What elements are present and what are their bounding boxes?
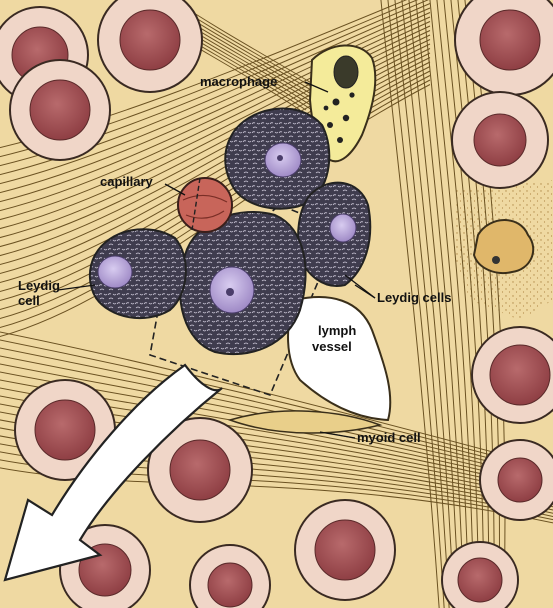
label-myoid-cell: myoid cell [357, 430, 421, 445]
label-leydig-cells: Leydig cells [377, 290, 451, 305]
germ-cell [441, 541, 519, 608]
germ-cell [147, 417, 253, 523]
fiber-strand [408, 0, 460, 608]
fiber-strand [380, 0, 440, 608]
germ-cell [97, 0, 203, 93]
fiber-strand [422, 0, 470, 608]
cell-nucleus [492, 256, 500, 264]
fiber-strand [394, 0, 450, 608]
germ-cell [9, 59, 111, 161]
germ-cell [294, 499, 396, 601]
fiber-strand [436, 0, 480, 608]
fiber-strand [429, 0, 475, 608]
label-lymph-vessel-line1: lymph [318, 323, 356, 338]
label-capillary: capillary [100, 174, 154, 189]
label-macrophage: macrophage [200, 74, 277, 89]
germ-cell [471, 326, 553, 424]
leydig-cell-left [88, 228, 187, 320]
fiber-strand [443, 0, 485, 608]
label-lymph-vessel-line2: vessel [312, 339, 352, 354]
germ-cell [14, 379, 116, 481]
germ-cell [479, 439, 553, 521]
fiber-strand [387, 0, 445, 608]
arrow-down-left-icon [3, 363, 223, 582]
leydig-cell-cluster [88, 107, 372, 356]
germ-cell [451, 91, 549, 189]
lymph-vessel [287, 296, 392, 422]
fiber-strand [0, 3, 431, 176]
label-leader-lines [57, 81, 376, 439]
sertoli-like-cell [472, 219, 535, 274]
fiber-strand [0, 363, 553, 482]
capillary [177, 177, 233, 233]
fiber-strand [0, 7, 431, 185]
myoid-cell [227, 410, 383, 434]
germ-cell [189, 544, 271, 608]
label-leydig-cell-line2: cell [18, 293, 40, 308]
fiber-strand [0, 12, 431, 194]
fiber-strand [415, 0, 465, 608]
fiber-strand [401, 0, 455, 608]
label-leydig-cell-line1: Leydig [18, 278, 60, 293]
